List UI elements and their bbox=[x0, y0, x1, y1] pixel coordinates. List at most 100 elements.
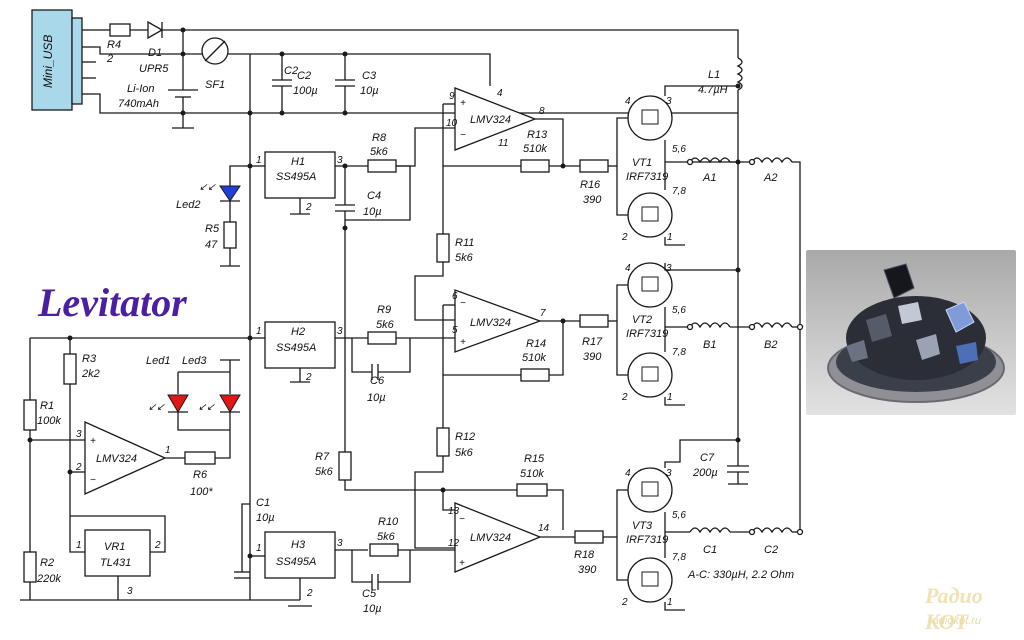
svg-text:2: 2 bbox=[621, 232, 628, 243]
r13-label: R13 bbox=[527, 129, 548, 141]
u3-pin13: 13 bbox=[448, 506, 460, 517]
opamp-u2 bbox=[454, 289, 542, 353]
r2-label: R2 bbox=[40, 557, 54, 569]
vt2-type: IRF7319 bbox=[626, 328, 668, 340]
h1-label: H1 bbox=[291, 156, 305, 168]
c6-value: 10µ bbox=[367, 392, 386, 404]
watermark-url: radiokot.ru bbox=[929, 615, 981, 627]
c5-label: C5 bbox=[362, 588, 377, 600]
coil-a1: A1 bbox=[702, 172, 716, 184]
u3-label: LMV324 bbox=[470, 532, 511, 544]
r1-label: R1 bbox=[40, 400, 54, 412]
vr1-pin2: 2 bbox=[154, 540, 161, 551]
h1-pin3: 3 bbox=[337, 155, 343, 166]
r11-label: R11 bbox=[455, 237, 474, 249]
r2-value: 220k bbox=[36, 573, 61, 585]
h2-label: H2 bbox=[291, 326, 305, 338]
led2-label: Led2 bbox=[176, 199, 200, 211]
r9-label: R9 bbox=[377, 304, 391, 316]
opamp-u3 bbox=[454, 502, 542, 573]
led3-label: Led3 bbox=[182, 355, 207, 367]
svg-text:3: 3 bbox=[666, 263, 672, 274]
u1-pin9: 9 bbox=[449, 91, 455, 102]
mosfet-vt1: VT1 IRF7319 4 3 5,6 7,8 2 1 bbox=[616, 85, 738, 246]
r16-value: 390 bbox=[583, 194, 602, 206]
u1-label: LMV324 bbox=[470, 114, 511, 126]
led3-arrows: ↙↙ bbox=[198, 402, 215, 413]
h2-pin3: 3 bbox=[337, 326, 343, 337]
c6-label: C6 bbox=[370, 375, 385, 387]
r18-value: 390 bbox=[578, 564, 597, 576]
svg-text:+: + bbox=[90, 436, 96, 447]
r3-label: R3 bbox=[82, 353, 97, 365]
h3-label: H3 bbox=[291, 539, 306, 551]
u3-pin14: 14 bbox=[538, 523, 550, 534]
svg-text:7,8: 7,8 bbox=[672, 552, 686, 563]
hall-sensor-h1 bbox=[264, 151, 336, 199]
svg-text:+: + bbox=[460, 337, 466, 348]
coil-note: A-C: 330µH, 2.2 Ohm bbox=[687, 569, 794, 581]
l1-value: 4.7µH bbox=[698, 84, 728, 96]
svg-text:−: − bbox=[90, 475, 96, 486]
vr1-pin3: 3 bbox=[127, 586, 133, 597]
hall-sensor-h2 bbox=[264, 321, 336, 369]
vr1-label: VR1 bbox=[104, 541, 125, 553]
vt3-label: VT3 bbox=[632, 520, 653, 532]
coils: A1 A2 B1 B2 C1 C2 bbox=[686, 157, 804, 556]
r1-value: 100k bbox=[37, 415, 61, 427]
c3-label: C3 bbox=[362, 70, 377, 82]
svg-text:4: 4 bbox=[625, 96, 631, 107]
svg-text:2: 2 bbox=[621, 392, 628, 403]
r7-label: R7 bbox=[315, 451, 330, 463]
c2-label: C2 bbox=[284, 65, 298, 77]
r5-value: 47 bbox=[205, 239, 218, 251]
h1-pin1: 1 bbox=[256, 155, 262, 166]
u2-pin5: 5 bbox=[452, 325, 458, 336]
h2-type: SS495A bbox=[276, 342, 316, 354]
svg-text:3: 3 bbox=[666, 468, 672, 479]
h2-pin2: 2 bbox=[305, 372, 312, 383]
c2-value: 100µ bbox=[293, 85, 318, 97]
c2-label: C2 bbox=[297, 70, 311, 82]
c7-label: C7 bbox=[700, 452, 715, 464]
r4-label: R4 bbox=[107, 39, 121, 51]
r7-value: 5k6 bbox=[315, 466, 334, 478]
h1-pin2: 2 bbox=[305, 202, 312, 213]
coil-c1: C1 bbox=[703, 544, 717, 556]
vr1-type: TL431 bbox=[100, 557, 131, 569]
battery-value: 740mAh bbox=[118, 98, 159, 110]
u2-pin6: 6 bbox=[452, 291, 458, 302]
r15-value: 510k bbox=[520, 468, 544, 480]
c4-value: 10µ bbox=[363, 206, 382, 218]
svg-text:2: 2 bbox=[621, 597, 628, 608]
svg-text:−: − bbox=[459, 514, 465, 525]
h1-type: SS495A bbox=[276, 171, 316, 183]
led1-label: Led1 bbox=[146, 355, 170, 367]
u1-pin11: 11 bbox=[498, 138, 508, 149]
r14-label: R14 bbox=[526, 338, 546, 350]
h3-pin3: 3 bbox=[337, 538, 343, 549]
u4-label: LMV324 bbox=[96, 453, 137, 465]
c1-value: 10µ bbox=[256, 512, 275, 524]
l1-label: L1 bbox=[708, 69, 720, 81]
watermark-name: Радио КОТ bbox=[925, 583, 983, 634]
r12-value: 5k6 bbox=[455, 447, 474, 459]
mini-usb-connector: Mini_USB bbox=[31, 9, 96, 111]
u4-pin1: 1 bbox=[165, 445, 171, 456]
c5-value: 10µ bbox=[363, 603, 382, 615]
r17-label: R17 bbox=[582, 336, 603, 348]
r14-value: 510k bbox=[522, 352, 546, 364]
r10-label: R10 bbox=[378, 516, 399, 528]
r13-value: 510k bbox=[523, 143, 547, 155]
schematic-title: Levitator bbox=[37, 280, 187, 325]
levitator-photo bbox=[806, 250, 1016, 415]
svg-text:7,8: 7,8 bbox=[672, 347, 686, 358]
r8-label: R8 bbox=[372, 132, 387, 144]
u3-pin12: 12 bbox=[448, 538, 460, 549]
svg-text:−: − bbox=[460, 298, 466, 309]
c3-value: 10µ bbox=[360, 85, 379, 97]
svg-text:5,6: 5,6 bbox=[672, 510, 686, 521]
vr1-pin1: 1 bbox=[76, 540, 82, 551]
svg-text:1: 1 bbox=[667, 232, 673, 243]
vt1-type: IRF7319 bbox=[626, 171, 668, 183]
